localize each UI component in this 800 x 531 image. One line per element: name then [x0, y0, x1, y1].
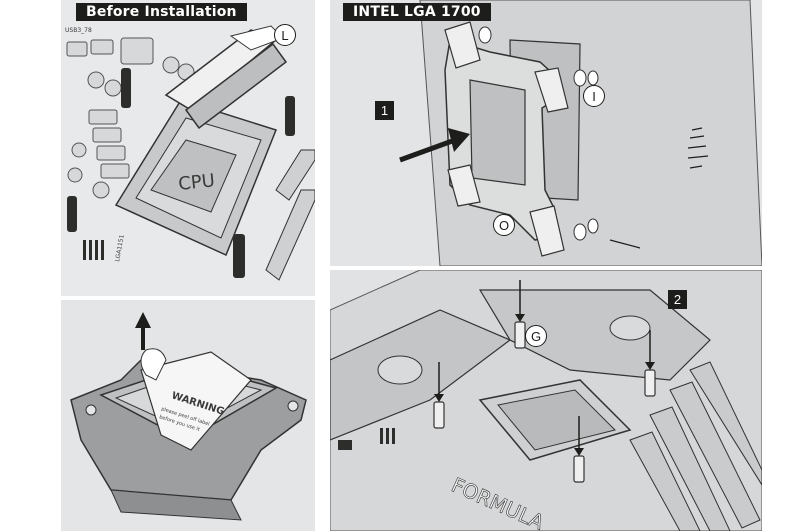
callout-o: O	[493, 214, 515, 236]
before-installation-panel: CPU USB3_78 LGA1151	[61, 0, 315, 296]
motherboard-standoff-illustration: FORMULA	[330, 270, 762, 531]
step-1-badge: 1	[375, 101, 394, 120]
backplate-illustration	[330, 0, 762, 266]
insert-arrow-icon	[399, 137, 456, 163]
usb-header-label: USB3_78	[65, 27, 92, 34]
intel-lga1700-title: INTEL LGA 1700	[343, 3, 491, 21]
before-installation-title: Before Installation	[76, 3, 247, 21]
waterblock-illustration: WARNING please peel off label before you…	[61, 300, 315, 531]
svg-text:CPU: CPU	[177, 170, 216, 195]
callout-g: G	[525, 325, 547, 347]
step-2-badge: 2	[668, 290, 687, 309]
waterblock-panel: WARNING please peel off label before you…	[61, 300, 315, 531]
socket-label: LGA1151	[114, 234, 126, 262]
motherboard-cpu-illustration: CPU USB3_78 LGA1151	[61, 0, 315, 296]
intel-backplate-panel	[330, 0, 762, 266]
motherboard-standoff-panel: FORMULA	[330, 270, 762, 531]
callout-l: L	[274, 24, 296, 46]
callout-i: I	[583, 85, 605, 107]
